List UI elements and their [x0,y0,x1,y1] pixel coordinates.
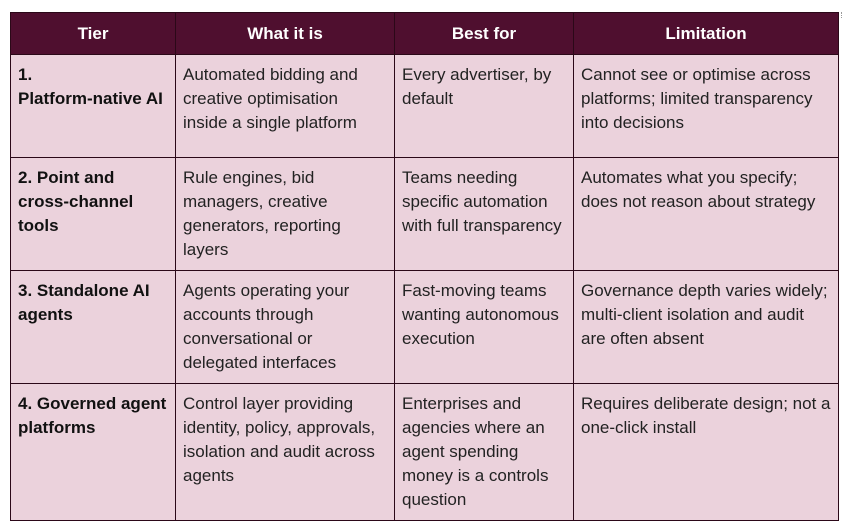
limitation-cell: Requires deliberate design; not a one-cl… [573,383,839,521]
limitation-cell: Governance depth varies widely; multi-cl… [573,270,839,384]
what-it-is-cell: Automated bidding and creative optimisat… [175,54,395,158]
what-it-is-cell: Agents operating your accounts through c… [175,270,395,384]
header-tier: Tier [10,12,176,55]
what-it-is-cell: Control layer providing identity, policy… [175,383,395,521]
table-row: 3. Standalone AI agents Agents operating… [10,270,839,384]
resize-handle-marker [841,12,845,18]
table-row: 1. Platform-native AI Automated bidding … [10,54,839,158]
what-it-is-cell: Rule engines, bid managers, creative gen… [175,157,395,271]
header-row: Tier What it is Best for Limitation [10,12,839,55]
limitation-cell: Automates what you specify; does not rea… [573,157,839,271]
tier-cell: 4. Governed agent platforms [10,383,176,521]
limitation-cell: Cannot see or optimise across platforms;… [573,54,839,158]
best-for-cell: Every advertiser, by default [394,54,574,158]
comparison-table-container: Tier What it is Best for Limitation 1. P… [10,12,839,521]
header-what-it-is: What it is [175,12,395,55]
table-header: Tier What it is Best for Limitation [10,12,839,55]
tier-cell: 3. Standalone AI agents [10,270,176,384]
ai-tier-comparison-table: Tier What it is Best for Limitation 1. P… [10,12,839,521]
best-for-cell: Fast-moving teams wanting autonomous exe… [394,270,574,384]
best-for-cell: Teams needing specific automation with f… [394,157,574,271]
header-best-for: Best for [394,12,574,55]
table-row: 4. Governed agent platforms Control laye… [10,383,839,521]
tier-cell: 1. Platform-native AI [10,54,176,158]
table-body: 1. Platform-native AI Automated bidding … [10,54,839,521]
tier-cell: 2. Point and cross-channel tools [10,157,176,271]
header-limitation: Limitation [573,12,839,55]
best-for-cell: Enterprises and agencies where an agent … [394,383,574,521]
table-row: 2. Point and cross-channel tools Rule en… [10,157,839,271]
